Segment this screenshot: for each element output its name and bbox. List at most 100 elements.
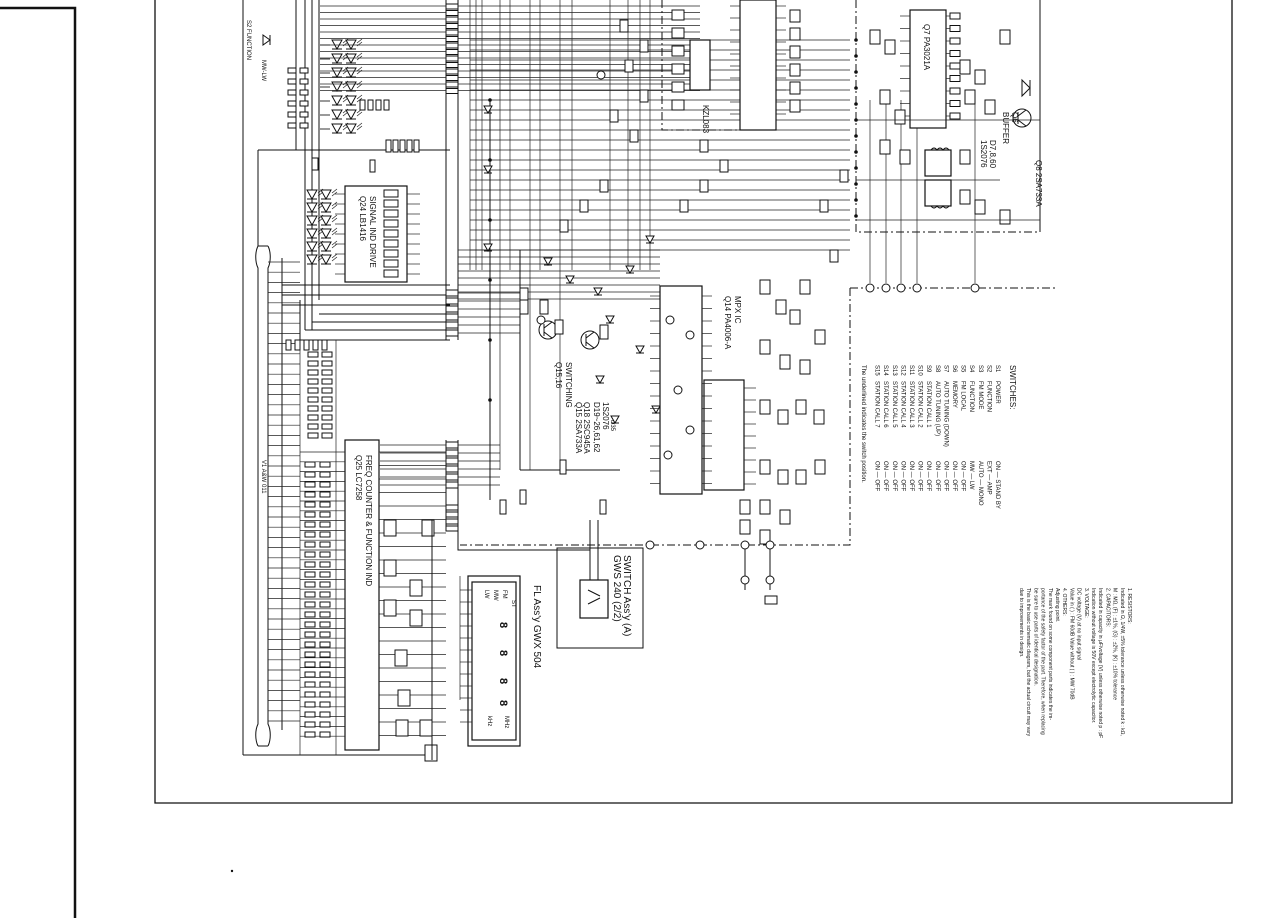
switch-id: S8	[934, 365, 940, 373]
svg-text:Q7 PA3021A: Q7 PA3021A	[922, 24, 931, 71]
svg-text:MHz: MHz	[503, 716, 509, 728]
pin-box	[949, 25, 961, 32]
pin-box	[383, 199, 399, 208]
switch-name: STATION CALL 2	[917, 381, 923, 428]
resistor	[321, 432, 333, 439]
transistor-q15-q16: Q15,16 SWITCHING Q15 2SA733A Q18 2SC945A…	[538, 320, 615, 454]
connector-pin	[445, 49, 459, 55]
resistor	[304, 471, 316, 478]
switch-state: ON — OFF	[899, 461, 905, 492]
svg-text:FM: FM	[501, 590, 507, 599]
switch-id: S10	[917, 365, 923, 376]
switch-state: EXT — AMP	[985, 461, 991, 495]
svg-text:8: 8	[497, 622, 509, 628]
switch-name: FM LOCAL	[960, 381, 966, 412]
note-line: This is the basic schematic diagram, but…	[1025, 588, 1031, 737]
resistor	[304, 641, 316, 648]
diodes-center	[483, 98, 661, 515]
diode-icon	[605, 315, 615, 325]
component	[539, 299, 549, 315]
junction-dot	[854, 102, 858, 106]
component	[671, 9, 685, 21]
resistor-bank-top	[285, 99, 420, 351]
component	[671, 27, 685, 39]
svg-text:Q8 2SA733A: Q8 2SA733A	[1034, 160, 1043, 207]
led-array-top	[287, 38, 363, 135]
resistor	[287, 89, 297, 96]
resistor	[304, 501, 316, 508]
component	[789, 63, 801, 77]
center-wiring	[457, 0, 850, 551]
component	[699, 179, 709, 193]
resistor	[307, 351, 319, 358]
resistor	[385, 139, 392, 153]
resistor	[304, 661, 316, 668]
connector-pin	[445, 511, 459, 518]
resistor	[321, 396, 333, 403]
led-icon	[306, 241, 318, 253]
component	[799, 279, 811, 295]
resistor	[307, 423, 319, 430]
resistor	[319, 591, 331, 598]
note-line: The mark found on some component parts i…	[1047, 588, 1053, 720]
component	[999, 209, 1011, 225]
led-icon	[345, 67, 357, 79]
resistor	[321, 423, 333, 430]
svg-text:Q25 LC7258: Q25 LC7258	[354, 455, 363, 501]
resistor	[304, 561, 316, 568]
component	[609, 109, 619, 123]
note-line: portance of the safety factor of the par…	[1040, 588, 1046, 735]
switch-assy-box: SWITCH Ass'y (A) GWS 240 (2/2)	[556, 520, 644, 649]
resistor	[304, 611, 316, 618]
output-terminals	[536, 70, 980, 550]
svg-text:Q15 2SA733A: Q15 2SA733A	[574, 402, 583, 454]
resistor	[287, 67, 297, 74]
switch-id: S9	[925, 365, 931, 373]
terminal	[740, 575, 750, 585]
connector-pin	[445, 297, 459, 305]
led-ray	[356, 66, 363, 72]
component	[899, 149, 911, 165]
junction-dot	[854, 86, 858, 90]
resistor	[375, 99, 382, 111]
component	[759, 279, 771, 295]
transistor-q6-buffer: Q6 BUFFER D7,8,60 1S2076 Q8 2SA733A	[979, 0, 1043, 232]
resistor	[319, 521, 331, 528]
resistor	[367, 99, 374, 111]
component	[764, 595, 778, 605]
diode-1s2076-left: S2 FUNCTION MW-LW	[245, 20, 271, 81]
resistor	[321, 387, 333, 394]
note-line: Indicated in capacity in μF/voltage (V) …	[1097, 588, 1103, 738]
connector-pin	[445, 305, 459, 313]
diode-icon	[625, 265, 635, 275]
resistor	[369, 159, 376, 173]
switch-name: STATION CALL 5	[891, 381, 897, 428]
resistor	[304, 631, 316, 638]
adjust-point	[685, 425, 695, 435]
note-line: 1. RESISTORS:	[1126, 588, 1132, 624]
svg-text:D35: D35	[609, 420, 615, 432]
note-line: 3. VOLTAGE:	[1083, 588, 1089, 618]
component	[759, 399, 771, 415]
switch-name: AUTO TUNING (UP)	[934, 381, 940, 436]
diode-icon	[483, 165, 493, 175]
junction-dot	[488, 218, 492, 222]
pin-box	[949, 112, 961, 120]
pin-box	[383, 189, 399, 198]
resistor	[319, 461, 331, 468]
component	[789, 81, 801, 95]
adjust-point	[673, 385, 683, 395]
component	[789, 45, 801, 59]
resistor	[304, 461, 316, 468]
switch-state: ON — OFF	[891, 461, 897, 492]
resistor	[319, 621, 331, 628]
resistor	[304, 481, 316, 488]
resistor	[319, 531, 331, 538]
led-ray	[331, 243, 338, 249]
component	[419, 719, 433, 737]
terminal	[970, 283, 980, 293]
component	[579, 199, 589, 213]
connector-pins-q24-right	[320, 0, 700, 532]
resistor	[319, 681, 331, 688]
resistor	[321, 369, 333, 376]
